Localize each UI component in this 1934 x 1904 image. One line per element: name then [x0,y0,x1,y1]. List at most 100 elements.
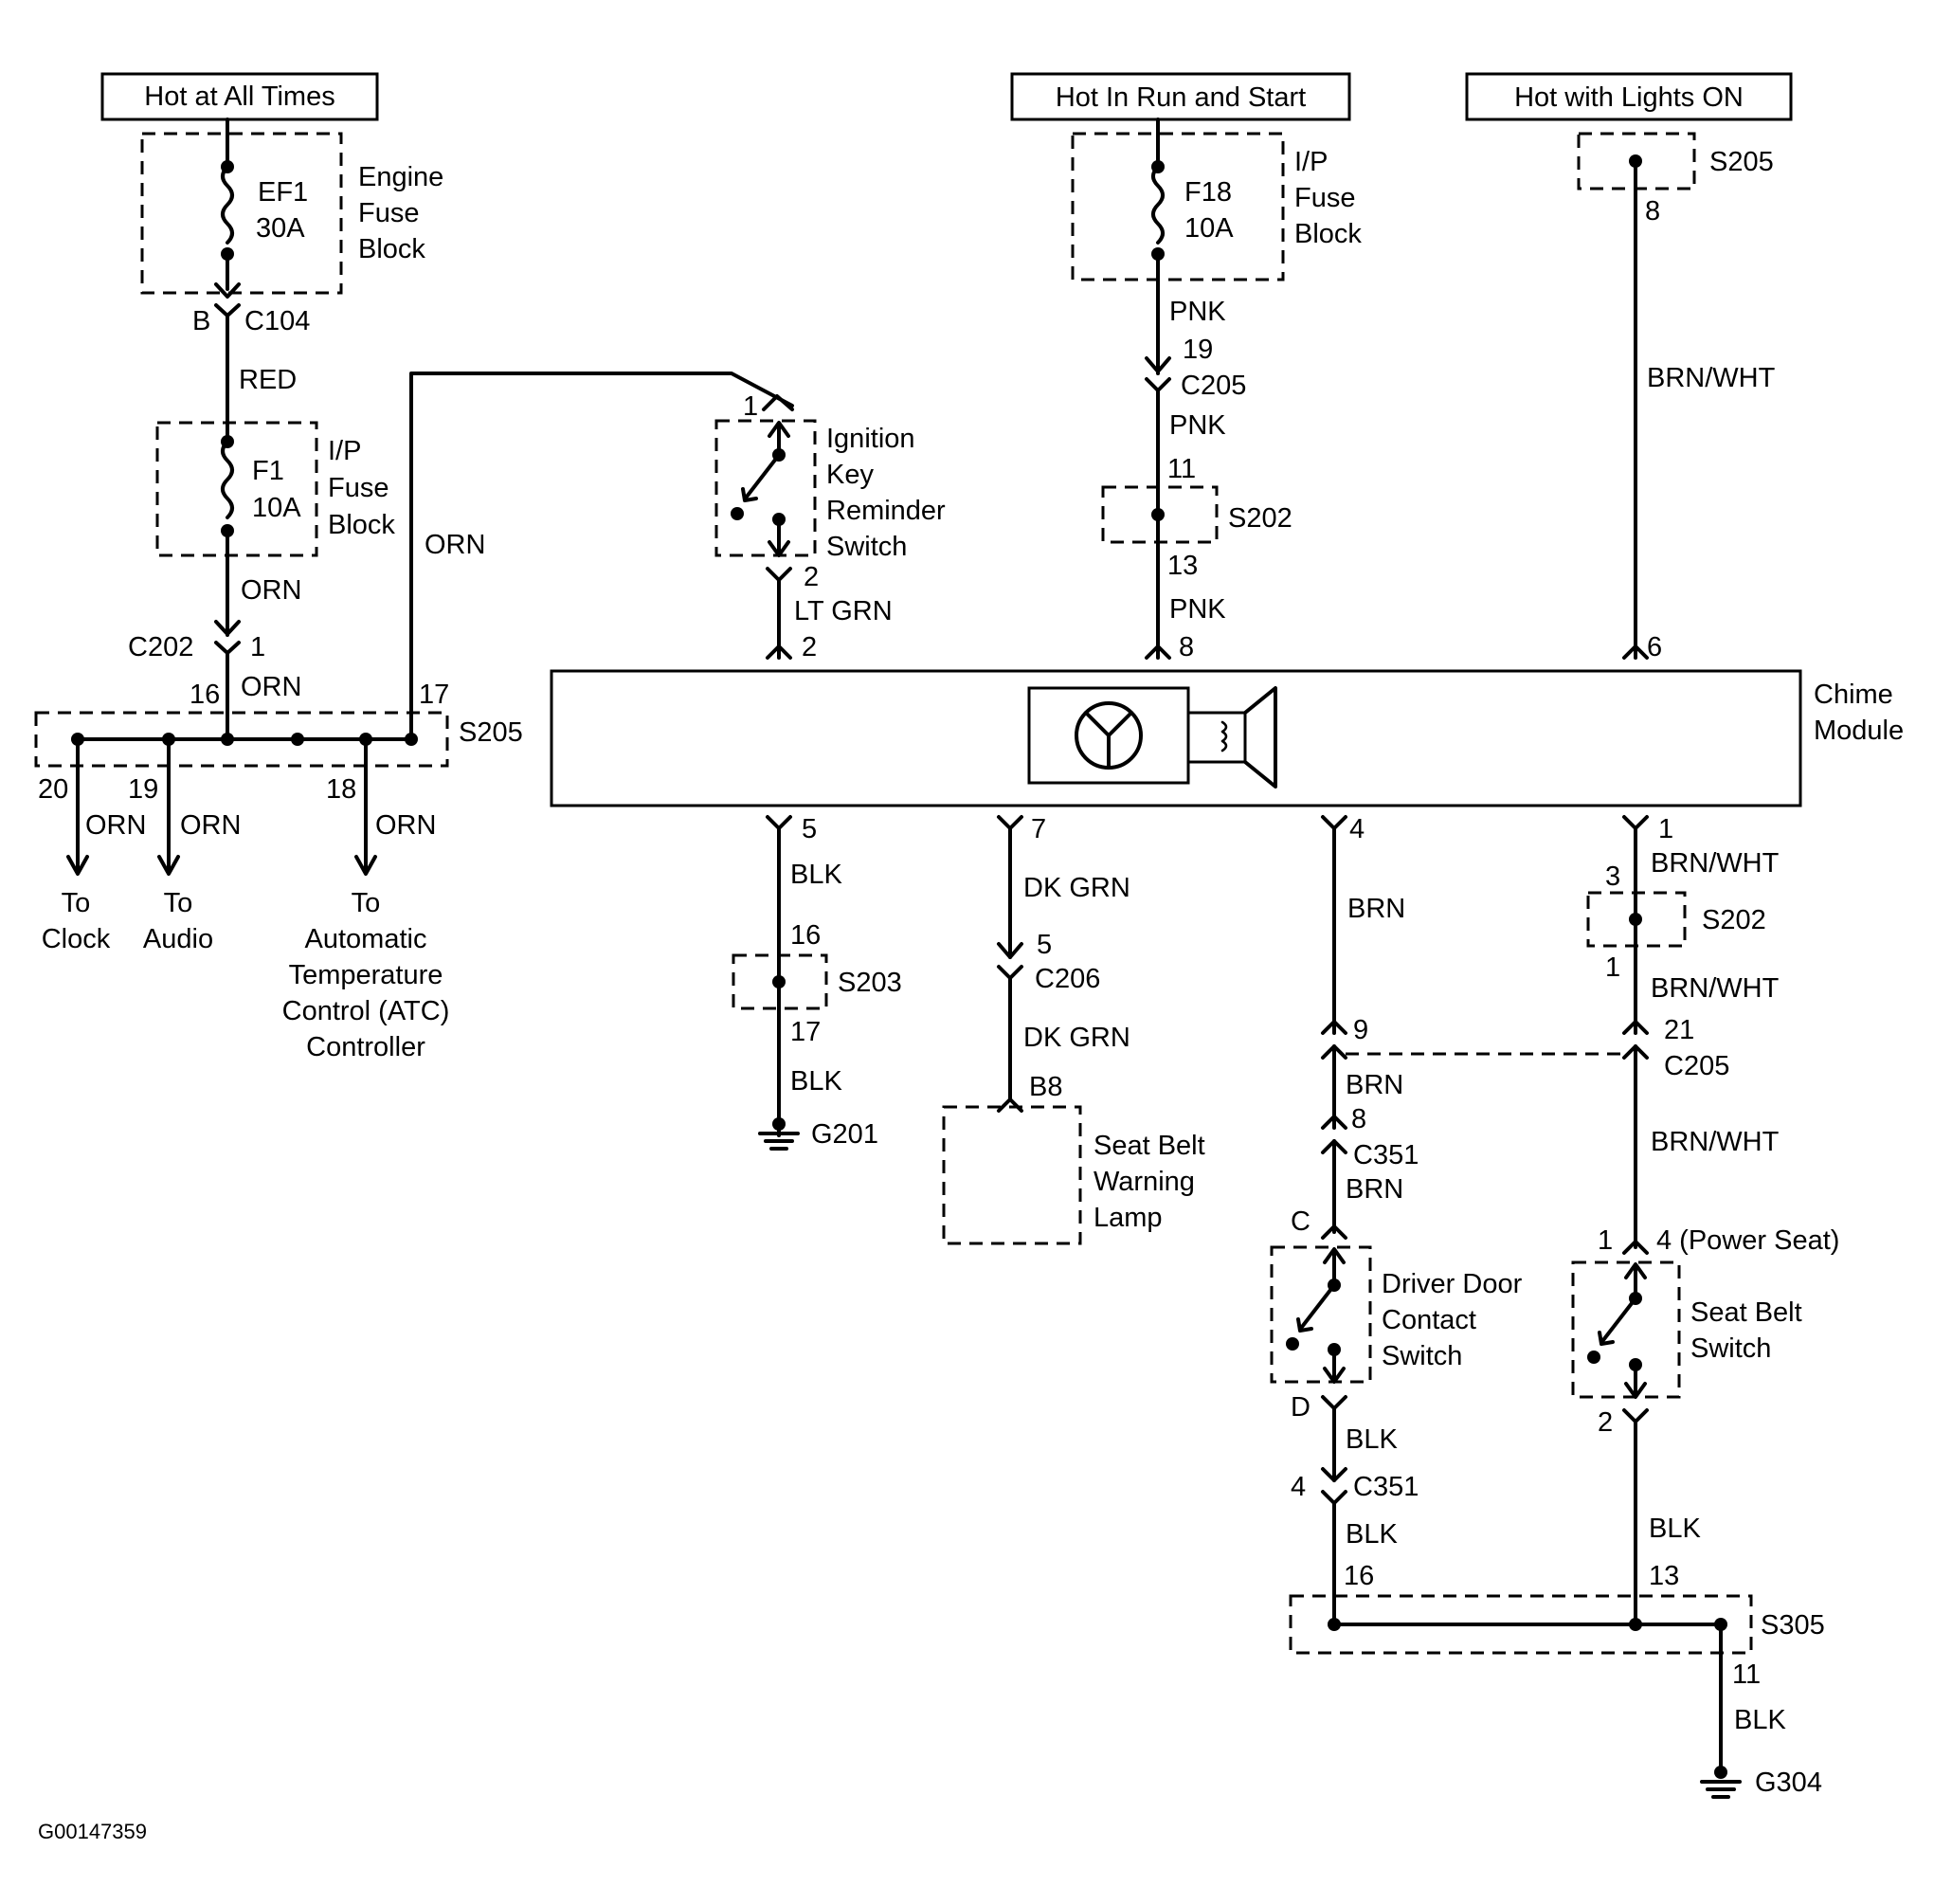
c205-top-label: C205 [1181,371,1246,401]
ef1-block-label-3: Block [358,234,425,264]
s305-splice-outline [1289,1594,1753,1655]
header-hot-with-lights-label: Hot with Lights ON [1514,82,1744,113]
ef1-name: EF1 [258,177,308,208]
module-pin-2: 2 [802,632,817,662]
wire-pnk-label-2: PNK [1169,410,1226,441]
to-atc-4: Control (ATC) [282,996,450,1026]
module-pin-4: 4 [1349,814,1365,844]
door-label-3: Switch [1382,1341,1462,1371]
wire-orn-label-1: ORN [241,575,301,606]
wire-pnk-label-1: PNK [1169,297,1226,327]
c202-label: C202 [128,632,193,662]
wire-red-label: RED [239,365,297,395]
wire-orn-label-2: ORN [241,672,301,702]
ignition-label-1: Ignition [826,424,915,454]
s205-left-splice-outline [34,711,449,768]
to-atc-5: Controller [306,1032,425,1062]
ef1-fuse-block-outline [140,132,343,295]
seatbelt-label-1: Seat Belt [1690,1297,1802,1328]
chime-module-label-2: Module [1814,716,1904,746]
door-pin-d: D [1291,1392,1310,1423]
s203-pin-16: 16 [790,920,821,951]
door-label-1: Driver Door [1382,1269,1523,1299]
s205-node-mid [291,733,304,746]
c205-top-pin: 19 [1183,335,1213,365]
c206-arrow [997,942,1023,959]
s202-right-splice-outline [1586,891,1687,948]
g201-label: G201 [811,1119,878,1150]
module-pin-8-connector [1145,644,1171,660]
g304-label: G304 [1755,1768,1822,1798]
wire-blk-label-1: BLK [790,860,842,890]
speaker-magnet-icon [1186,711,1247,764]
wire-dk-grn-label-2: DK GRN [1023,1023,1130,1053]
wire-brn-label-2: BRN [1346,1070,1403,1100]
seatbelt-pin-4: 4 (Power Seat) [1656,1225,1839,1256]
to-audio-arrow [157,855,180,876]
f1-fuse-element [221,440,234,519]
ignition-label-2: Key [826,460,874,490]
seatbelt-connector-top [1622,1240,1649,1255]
to-atc-arrow [354,855,377,876]
header-hot-at-all-times: Hot at All Times [100,72,379,121]
c206-label: C206 [1035,964,1100,994]
ef1-fuse-element [221,165,234,245]
s202-top-pin-11: 11 [1167,454,1196,484]
s205-top-pin: 8 [1645,196,1660,227]
to-clock-arrow [66,855,89,876]
wire-orn-to-ignition [409,372,794,741]
module-pin-2-connector [766,644,792,660]
header-hot-with-lights: Hot with Lights ON [1465,72,1793,121]
c351-top-label: C351 [1353,1140,1419,1170]
ignition-pin-2: 2 [804,562,819,592]
f1-block-label-1: I/P [328,436,361,466]
seat-belt-warning-lamp-outline [942,1105,1082,1245]
c351-bottom-pin: 4 [1291,1472,1306,1502]
to-atc-3: Temperature [289,960,443,990]
wire-blk-label-5: BLK [1649,1514,1701,1544]
wire-blk-label-3: BLK [1346,1424,1398,1455]
s202-top-pin-13: 13 [1167,551,1198,581]
c104-pin-label: B [192,306,210,336]
f1-rating: 10A [252,493,301,523]
s202-right-pin-3: 3 [1605,861,1620,892]
f1-block-label-3: Block [328,510,395,540]
c205-bottom-label: C205 [1664,1051,1729,1081]
c205-top-arrow [1145,356,1171,373]
c202-pin: 1 [250,632,265,662]
s305-pin-13: 13 [1649,1561,1679,1591]
ef1-block-label-1: Engine [358,162,443,192]
seat-belt-switch-outline [1571,1260,1681,1399]
driver-door-switch-outline [1270,1245,1372,1384]
s202-right-label: S202 [1702,905,1766,935]
c104-label: C104 [244,306,310,336]
wire-blk-label-2: BLK [790,1066,842,1097]
ignition-label-3: Reminder [826,496,946,526]
f18-fuse-element [1151,165,1165,245]
f18-block-label-1: I/P [1294,147,1328,177]
s203-splice-outline [732,953,828,1010]
f1-name: F1 [252,456,284,486]
s205-pin-17: 17 [419,680,449,710]
c351-bottom-label: C351 [1353,1472,1419,1502]
door-label-2: Contact [1382,1305,1476,1335]
to-audio-2: Audio [143,924,213,954]
ignition-switch-outline [714,419,817,557]
s305-pin-16: 16 [1344,1561,1374,1591]
wire-orn-label-3: ORN [425,530,485,560]
wire-brn-label-3: BRN [1346,1174,1403,1205]
lamp-label-2: Warning [1094,1167,1195,1197]
s205-top-label: S205 [1709,147,1774,177]
ef1-rating: 30A [256,213,305,244]
s205-pin-19: 19 [128,774,158,805]
c205-bottom-connector-right [1622,1020,1649,1035]
to-clock-2: Clock [42,924,111,954]
s202-top-splice-outline [1101,485,1219,544]
module-pin-8: 8 [1179,632,1194,662]
wire-blk-label-4: BLK [1346,1519,1398,1550]
to-atc-2: Automatic [305,924,427,954]
ef1-block-label-2: Fuse [358,198,419,228]
wire-orn-atc: ORN [375,810,436,841]
s205-node-16 [221,733,234,746]
